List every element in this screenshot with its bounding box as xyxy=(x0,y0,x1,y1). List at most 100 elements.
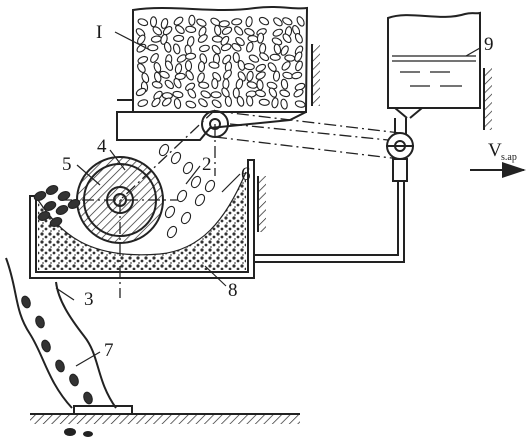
hopper-seed xyxy=(185,70,194,81)
falling-seed xyxy=(194,193,206,207)
hopper-seed xyxy=(185,25,197,34)
seed-tray xyxy=(29,159,255,279)
hopper-seed xyxy=(220,35,230,46)
velocity-symbol: V xyxy=(488,140,502,161)
hopper-seed xyxy=(237,59,246,71)
hopper-seed xyxy=(267,62,277,72)
hopper-seed xyxy=(172,90,184,99)
hopper-seed xyxy=(153,90,163,101)
hopper-seed xyxy=(214,24,222,36)
hopper-seed xyxy=(147,44,159,52)
hopper-seed xyxy=(294,51,303,62)
velocity-indicator: V s.ap xyxy=(470,140,526,178)
hopper-seed xyxy=(141,72,150,84)
falling-seed xyxy=(176,189,188,203)
hopper-seed xyxy=(175,24,185,35)
hopper-seed xyxy=(211,44,221,55)
hopper-seed xyxy=(185,52,197,60)
dibbling-wheel xyxy=(76,156,164,244)
falling-seeds xyxy=(158,143,216,239)
hopper-seed xyxy=(295,60,303,72)
hopper-seed xyxy=(198,98,208,108)
hopper-seed xyxy=(280,78,289,90)
hopper-seed xyxy=(246,81,258,89)
hopper-seed xyxy=(173,77,182,89)
falling-seed xyxy=(182,161,194,175)
hopper-seed xyxy=(235,36,245,47)
hopper-seed xyxy=(211,78,219,90)
hopper-seed xyxy=(236,95,245,107)
label-wall-bracket: 6 xyxy=(241,164,251,185)
valve-pulley xyxy=(386,118,414,182)
hopper-seed xyxy=(294,33,303,44)
leader-lines xyxy=(55,31,481,367)
hopper-seed xyxy=(172,43,181,55)
hopper-seed xyxy=(173,98,182,109)
tray-wall-mount xyxy=(257,176,266,232)
spilled-seed xyxy=(57,191,71,201)
falling-seed xyxy=(190,175,202,189)
hopper-seed-fill xyxy=(135,14,306,110)
hopper-seed xyxy=(256,32,265,44)
spilled-seed xyxy=(55,205,69,215)
hopper-seed xyxy=(197,34,208,43)
chute-seeds xyxy=(21,295,93,405)
hopper-seed xyxy=(188,14,196,26)
falling-seed xyxy=(158,143,170,157)
hopper-seed xyxy=(231,18,243,26)
hopper-seed xyxy=(232,87,240,99)
hopper-seed xyxy=(231,43,242,52)
label-tray: 8 xyxy=(228,280,238,301)
hopper-seed xyxy=(234,26,244,36)
hopper-seed xyxy=(296,16,305,27)
hopper-seed xyxy=(272,70,281,82)
hopper-seed xyxy=(160,33,168,45)
hopper-seed xyxy=(248,54,260,63)
hopper-seed xyxy=(151,81,163,89)
label-hopper: I xyxy=(96,22,102,43)
hopper-seed xyxy=(224,95,233,107)
hopper-seed xyxy=(210,91,222,99)
seed-hopper xyxy=(116,6,309,141)
hopper-seed xyxy=(151,97,161,108)
hopper-seed xyxy=(259,52,270,62)
falling-seed xyxy=(170,151,182,165)
hopper-seed xyxy=(187,88,197,99)
hopper-wall-mount xyxy=(311,44,320,106)
hopper-seed xyxy=(259,42,267,55)
hopper-seed xyxy=(271,97,279,109)
hopper-seed xyxy=(137,63,146,73)
hopper-seed xyxy=(198,44,210,53)
hopper-seed xyxy=(173,34,185,42)
hopper-seed xyxy=(164,60,174,71)
spilled-seed xyxy=(49,217,63,227)
hopper-seed xyxy=(280,98,288,110)
hopper-seed xyxy=(255,63,267,72)
hopper-seed xyxy=(291,71,303,80)
label-wheel: 5 xyxy=(62,154,72,175)
hopper-seed xyxy=(245,16,253,28)
hopper-seed xyxy=(243,63,255,71)
hopper-seed xyxy=(273,17,283,27)
hopper-seed xyxy=(223,69,232,80)
falling-seed xyxy=(164,205,176,219)
spilled-seed xyxy=(67,199,81,209)
hopper-seed xyxy=(174,72,186,80)
hopper-seed xyxy=(268,87,278,98)
hopper-seed xyxy=(174,63,183,75)
hopper-seed xyxy=(199,53,208,64)
hopper-seed xyxy=(161,97,172,107)
falling-seed xyxy=(204,179,216,193)
hopper-seed xyxy=(272,28,284,37)
velocity-subscript: s.ap xyxy=(501,152,517,163)
hopper-seed xyxy=(284,54,296,62)
hopper-seed xyxy=(246,70,254,82)
hopper-seed xyxy=(256,79,264,91)
hopper-seed xyxy=(164,79,174,90)
chute-seed xyxy=(21,295,31,309)
chute-seed xyxy=(41,339,51,353)
hopper-seed xyxy=(137,56,149,64)
hopper-seed xyxy=(173,16,184,26)
spilled-seeds xyxy=(33,185,81,227)
